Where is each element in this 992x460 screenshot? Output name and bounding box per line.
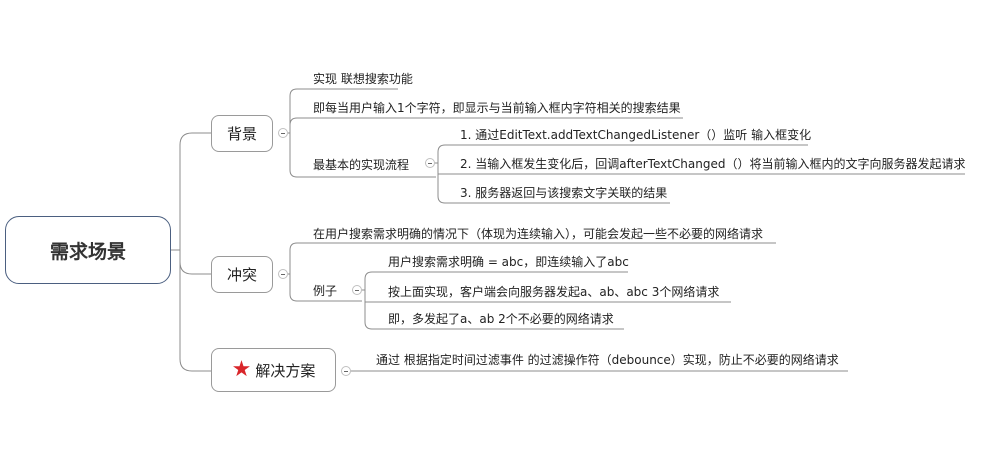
flow-label[interactable]: 最基本的实现流程: [313, 158, 410, 172]
branch-solution-label: 解决方案: [255, 361, 316, 380]
branch-conflict-label: 冲突: [226, 266, 257, 284]
solution-item-1: 通过 根据指定时间过滤事件 的过滤操作符（debounce）实现，防止不必要的网…: [376, 353, 839, 367]
flow-step-1: 1. 通过EditText.addTextChangedListener（）监听…: [460, 128, 812, 142]
flow-step-2: 2. 当输入框发生变化后，回调afterTextChanged（）将当前输入框内…: [460, 157, 966, 171]
collapse-toggle-background[interactable]: [278, 128, 288, 138]
collapse-toggle-example[interactable]: [352, 285, 362, 295]
root-node[interactable]: 需求场景: [5, 216, 171, 284]
example-label[interactable]: 例子: [313, 284, 338, 298]
root-label: 需求场景: [49, 240, 126, 263]
branch-solution[interactable]: ★ 解决方案: [211, 348, 336, 392]
example-step-2: 按上面实现，客户端会向服务器发起a、ab、abc 3个网络请求: [388, 285, 720, 299]
collapse-toggle-solution[interactable]: [341, 366, 351, 376]
collapse-toggle-flow[interactable]: [425, 158, 435, 168]
example-step-3: 即，多发起了a、ab 2个不必要的网络请求: [388, 312, 614, 326]
conflict-item-1: 在用户搜索需求明确的情况下（体现为连续输入），可能会发起一些不必要的网络请求: [313, 227, 764, 241]
flow-step-3: 3. 服务器返回与该搜索文字关联的结果: [460, 186, 668, 200]
branch-background-label: 背景: [226, 125, 257, 143]
branch-background[interactable]: 背景: [211, 115, 273, 152]
example-step-1: 用户搜索需求明确 = abc，即连续输入了abc: [388, 255, 629, 269]
background-item-1: 实现 联想搜索功能: [313, 72, 413, 86]
collapse-toggle-conflict[interactable]: [278, 269, 288, 279]
branch-conflict[interactable]: 冲突: [211, 256, 273, 293]
background-item-2: 即每当用户输入1个字符，即显示与当前输入框内字符相关的搜索结果: [313, 101, 681, 115]
star-icon: ★: [231, 357, 252, 382]
